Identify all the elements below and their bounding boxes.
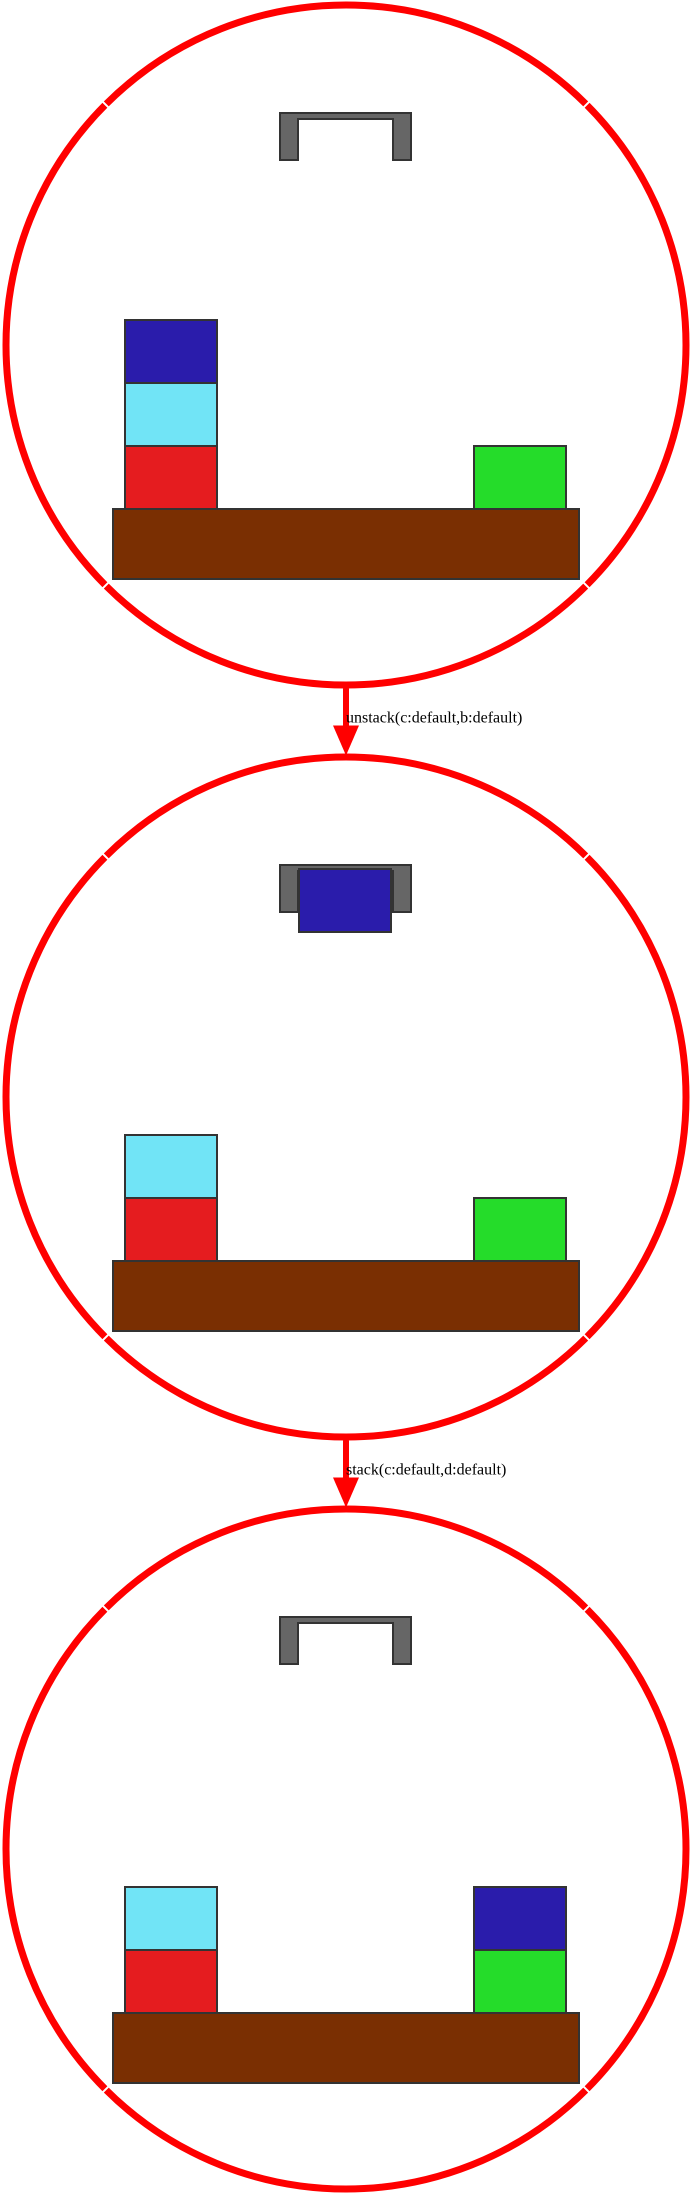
table (112, 2012, 580, 2084)
state-2 (2, 753, 690, 1441)
ring-notch (101, 581, 110, 590)
gripper (279, 1616, 412, 1665)
table (112, 508, 580, 580)
gripper-claw (279, 112, 412, 161)
ring-notch (101, 852, 110, 861)
block-c (124, 319, 218, 384)
ring-notch (582, 852, 591, 861)
ring-notch (101, 1604, 110, 1613)
ring-notch (582, 1333, 591, 1342)
block-c (298, 868, 392, 933)
state-1 (2, 1, 690, 689)
ring-notch (101, 2085, 110, 2094)
gripper-claw (279, 864, 412, 913)
block-a (124, 445, 218, 510)
ring-notch (582, 100, 591, 109)
state-ring (2, 1505, 690, 2193)
ring-notch (582, 581, 591, 590)
block-b (124, 382, 218, 447)
state-ring (2, 1, 690, 689)
block-d (473, 1197, 567, 1262)
ring-notch (101, 1333, 110, 1342)
state-3 (2, 1505, 690, 2193)
block-a (124, 1197, 218, 1262)
block-b (124, 1134, 218, 1199)
action-label: stack(c:default,d:default) (346, 1462, 506, 1479)
block-a (124, 1949, 218, 2014)
block-d (473, 1949, 567, 2014)
gripper (279, 112, 412, 161)
ring-notch (582, 2085, 591, 2094)
table (112, 1260, 580, 1332)
gripper (279, 864, 412, 933)
arrow-head (333, 1477, 359, 1508)
gripper-claw (279, 1616, 412, 1665)
block-d (473, 445, 567, 510)
transition-2: stack(c:default,d:default) (333, 1440, 506, 1508)
arrow-head (333, 725, 359, 756)
block-b (124, 1886, 218, 1951)
state-ring (2, 753, 690, 1441)
ring-notch (582, 1604, 591, 1613)
transition-1: unstack(c:default,b:default) (333, 688, 522, 756)
action-label: unstack(c:default,b:default) (346, 710, 522, 727)
ring-notch (101, 100, 110, 109)
block-c (473, 1886, 567, 1951)
